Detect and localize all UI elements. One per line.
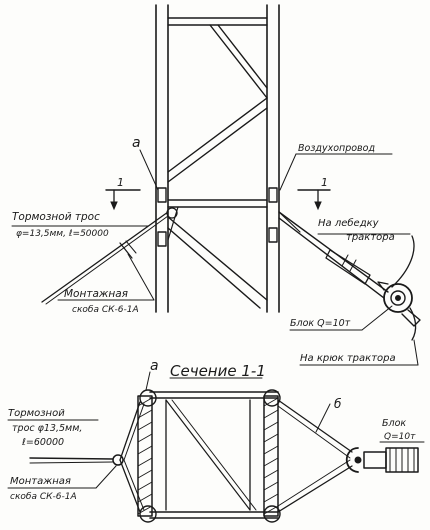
label-brake-rope-title: Тормозной трос — [12, 211, 100, 223]
label-block-bottom-1: Блок — [382, 418, 406, 429]
label-brake-rope-bottom-1: Тормозной — [8, 408, 65, 419]
label-mount-bracket-2: скоба СК-6-1А — [72, 305, 139, 315]
brake-rope-lower — [29, 401, 145, 513]
label-block-bottom-2: Q=10т — [384, 432, 416, 442]
tower-frame — [155, 4, 280, 313]
label-tractor-hook: На крюк трактора — [300, 353, 396, 364]
section-marks — [105, 189, 331, 211]
label-block-top: Блок Q=10т — [290, 318, 351, 329]
label-winch-2: трактора — [346, 232, 395, 243]
label-a-top: a — [132, 135, 141, 151]
label-mount-bracket-bottom-2: скоба СК-6-1А — [10, 492, 77, 502]
brake-rope-upper — [41, 207, 178, 305]
label-mount-bracket-bottom-1: Монтажная — [10, 476, 71, 487]
label-section-mark-right: 1 — [321, 176, 328, 189]
label-brake-rope-spec: φ=13,5мм, ℓ=50000 — [16, 229, 109, 239]
pull-rope-lower — [277, 399, 353, 513]
label-brake-rope-bottom-2: трос φ13,5мм, — [12, 423, 82, 434]
label-section-mark-left: 1 — [117, 176, 124, 189]
label-section-title: Сечение 1-1 — [170, 362, 266, 380]
label-b: б — [334, 397, 342, 411]
pulley-block-lower — [345, 447, 419, 473]
label-brake-rope-bottom-3: ℓ=60000 — [22, 437, 64, 448]
leaders-upper — [11, 149, 419, 366]
label-mount-bracket-1: Монтажная — [64, 288, 128, 300]
label-air-line: Воздухопровод — [298, 143, 375, 154]
label-winch-1: На лебедку — [318, 217, 380, 229]
leaders-lower — [7, 371, 425, 489]
pulley-block-upper — [377, 281, 421, 327]
label-a-bottom: a — [150, 358, 159, 374]
section-frame — [137, 389, 281, 523]
